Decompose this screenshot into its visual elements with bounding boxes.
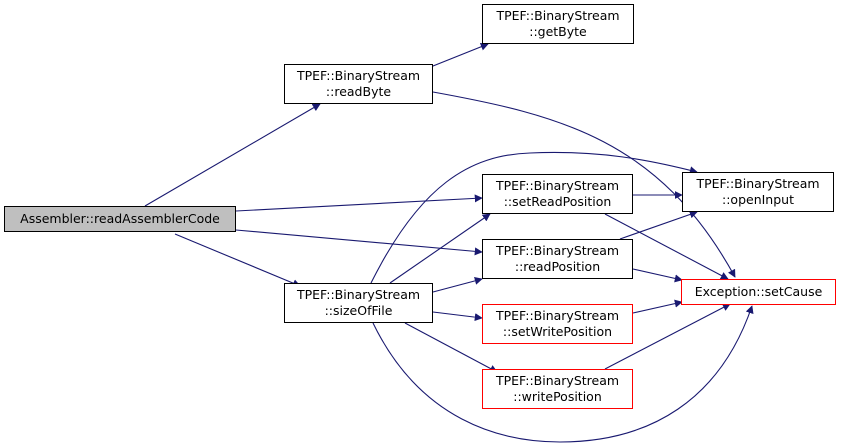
node-exception-setcause[interactable]: Exception::setCause [681,279,836,305]
edge-readByte-getByte [427,42,489,69]
node-label-line2: ::writePosition [513,389,602,404]
edge-readPosition-setCause [632,268,683,283]
edge-sizeOfFile-setReadPosition [389,213,491,284]
edge-sizeOfFile-writePosition [404,322,498,373]
node-label-line1: TPEF::BinaryStream [296,68,421,83]
edge-readByte-setCause [432,91,736,278]
node-getbyte[interactable]: TPEF::BinaryStream ::getByte [482,4,634,44]
node-label: Assembler::readAssemblerCode [20,211,220,226]
node-setwriteposition[interactable]: TPEF::BinaryStream ::setWritePosition [482,304,633,344]
edge-setWritePosition-setCause [632,299,683,314]
edge-sizeOfFile-openInput [370,151,698,284]
node-label-line2: ::readPosition [514,259,601,274]
node-openinput[interactable]: TPEF::BinaryStream ::openInput [682,172,834,212]
edge-readPosition-openInput [619,210,698,240]
node-label-line2: ::setReadPosition [503,194,612,209]
node-setreadposition[interactable]: TPEF::BinaryStream ::setReadPosition [482,174,633,214]
node-label-line2: ::sizeOfFile [324,303,393,318]
node-label: Exception::setCause [694,284,823,299]
edge-sizeOfFile-setCause [372,305,754,443]
node-label-line1: TPEF::BinaryStream [696,176,820,191]
node-writeposition[interactable]: TPEF::BinaryStream ::writePosition [482,369,633,409]
node-label-line2: ::getByte [529,24,587,39]
edge-sizeOfFile-setWritePosition [432,311,483,322]
node-label-line1: TPEF::BinaryStream [495,308,620,323]
edge-writePosition-setCause [604,303,731,370]
node-label-line1: TPEF::BinaryStream [495,373,620,388]
node-label-line2: ::readByte [325,84,392,99]
node-label-line1: TPEF::BinaryStream [296,287,421,302]
edge-root-sizeOfFile [174,233,301,287]
edge-root-readPosition [235,229,483,256]
node-readbyte[interactable]: TPEF::BinaryStream ::readByte [284,64,433,104]
node-label-line1: TPEF::BinaryStream [496,8,620,23]
node-label-line1: TPEF::BinaryStream [495,243,620,258]
node-label-line1: TPEF::BinaryStream [495,178,620,193]
node-readposition[interactable]: TPEF::BinaryStream ::readPosition [482,239,633,279]
node-label-line2: ::openInput [722,192,794,207]
edge-root-readByte [144,103,321,207]
edge-setReadPosition-setCause [604,213,729,280]
edge-sizeOfFile-readPosition [432,276,483,293]
node-assembler-readassemblercode: Assembler::readAssemblerCode [4,206,236,232]
node-label-line2: ::setWritePosition [502,324,613,339]
node-sizeoffile[interactable]: TPEF::BinaryStream ::sizeOfFile [284,283,433,323]
edge-root-setReadPosition [235,194,483,212]
